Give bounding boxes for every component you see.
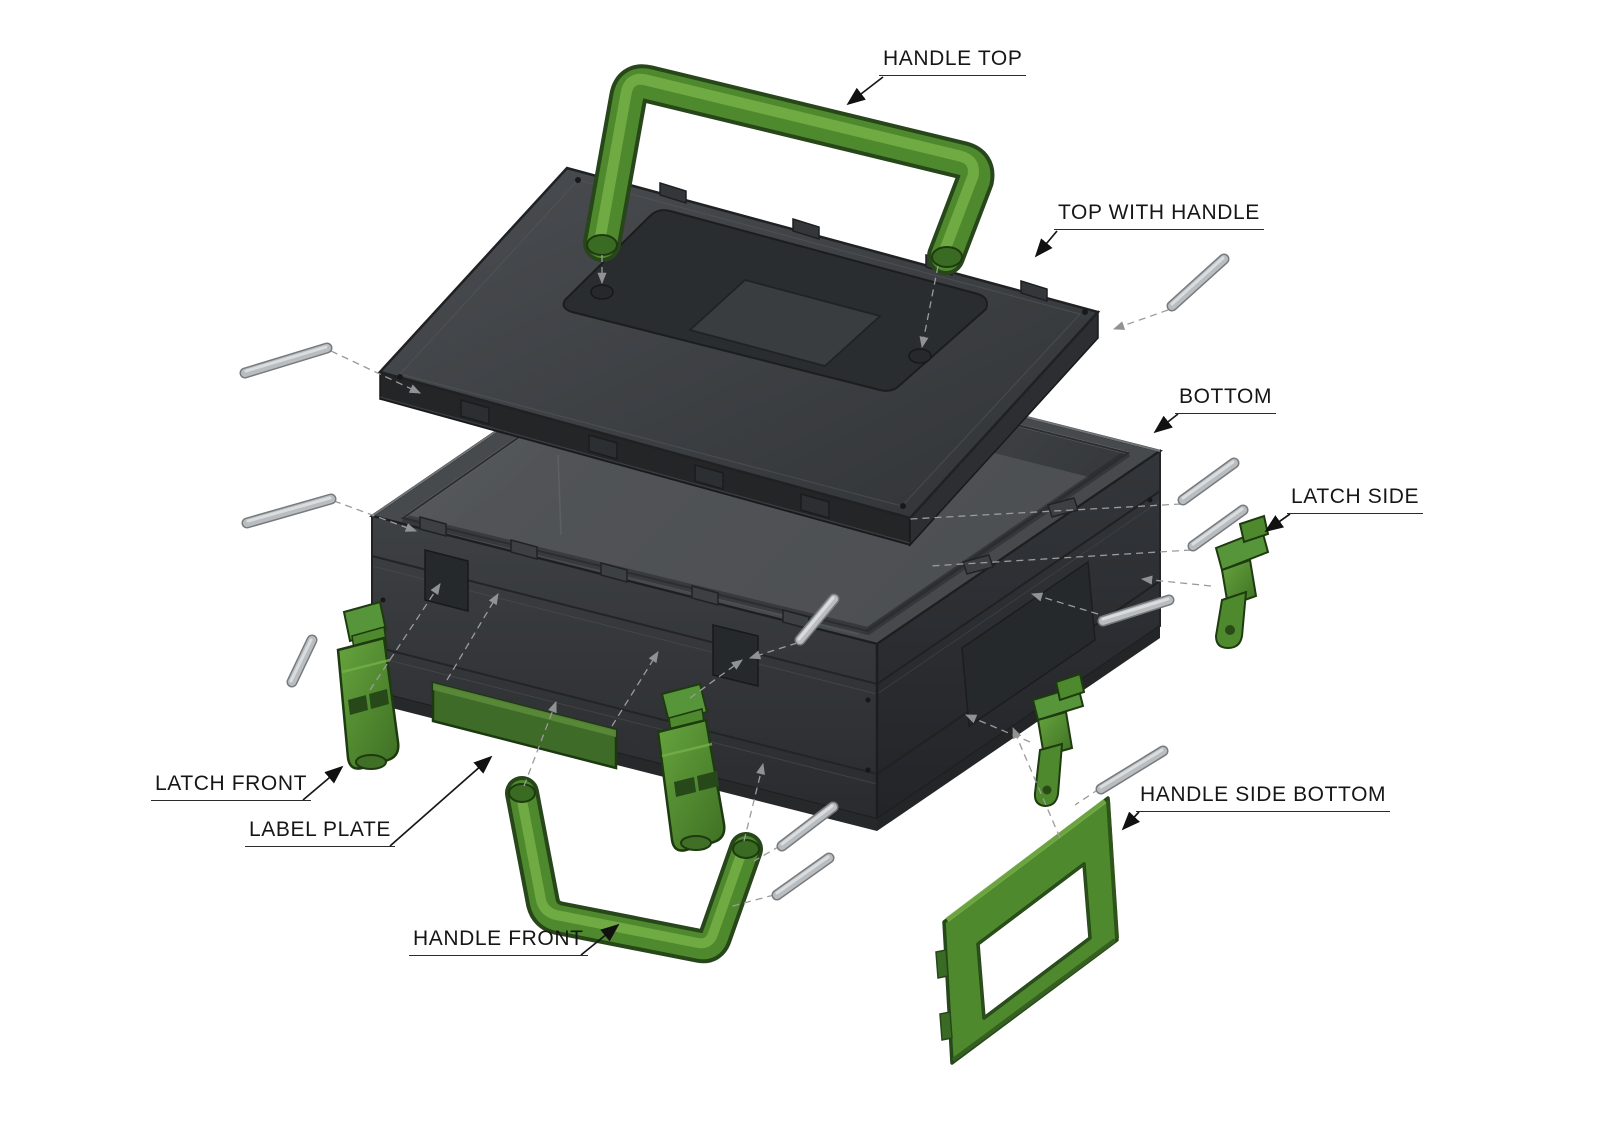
part-latch-side-small [1031,672,1086,808]
handle-front-foot-left [508,783,536,803]
callout-latch-side: LATCH SIDE [1287,485,1424,514]
part-latch-front-left [336,600,400,770]
callout-handle-front: HANDLE FRONT [409,927,588,956]
handle-front-foot-right [732,839,760,859]
callout-handle-top: HANDLE TOP [879,47,1027,76]
pin [286,634,318,688]
callout-top-with-handle: TOP WITH HANDLE [1054,201,1264,230]
leader-latch-front [302,765,344,801]
lid-corner-rivets [397,177,1088,509]
pin [241,493,337,529]
pin [1166,253,1230,312]
pin [239,342,333,379]
callout-latch-front: LATCH FRONT [151,772,312,801]
leader-handle-top [846,76,884,106]
leader-handle-front [580,923,620,956]
part-latch-side [1214,514,1270,650]
pin [794,593,840,646]
lid-handle-boss-right [908,348,932,364]
callout-bottom: BOTTOM [1175,385,1277,414]
pin [1187,504,1249,552]
leader-handle-side-bottom [1121,811,1140,831]
assembly-pins [239,253,1249,901]
leader-latch-side [1264,513,1291,533]
pin [776,801,839,852]
part-handle-top [583,64,995,275]
construction-lines [330,255,1212,908]
part-handle-front [505,776,763,964]
callout-label-plate: LABEL PLATE [245,818,396,847]
lid-handle-boss-left [590,284,614,300]
handle-top-foot-left [586,234,618,256]
pin [1095,745,1169,795]
lid-edge-clips [460,399,830,519]
part-label-plate [431,681,618,770]
part-latch-front-center [656,682,726,852]
pin [771,852,835,901]
leader-label-plate [389,755,493,847]
callout-handle-side-bottom: HANDLE SIDE BOTTOM [1136,783,1391,812]
callout-leaders [302,76,1291,956]
box-latch-mounts [424,549,759,687]
leader-bottom [1153,413,1179,434]
lid-recess-island [688,279,882,367]
pin [1097,594,1175,627]
handle-top-foot-right [931,246,963,268]
pin [1177,457,1240,506]
leader-top-with-handle [1034,230,1058,258]
part-handle-side-bottom [935,796,1119,1065]
part-top-with-handle [377,166,1101,547]
